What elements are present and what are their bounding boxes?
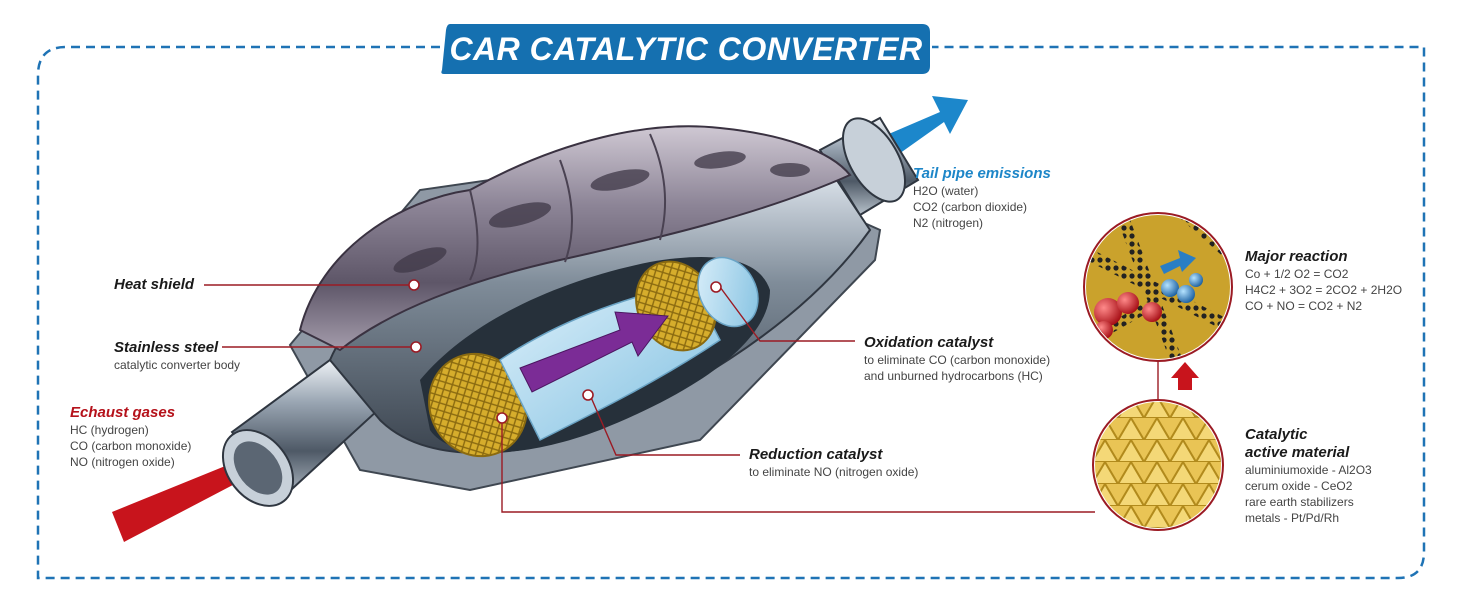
material-line: metals - Pt/Pd/Rh bbox=[1245, 511, 1340, 525]
reaction-equation: Co + 1/2 O2 = CO2 bbox=[1245, 267, 1349, 281]
heat-shield-label: Heat shield bbox=[114, 276, 194, 294]
reaction-equation: H4C2 + 3O2 = 2CO2 + 2H2O bbox=[1245, 283, 1403, 297]
exhaust-gases-title: Echaust gases bbox=[70, 404, 176, 421]
up-arrow bbox=[1171, 362, 1199, 390]
oxidation-catalyst-title: Oxidation catalyst bbox=[864, 334, 994, 351]
reduction-catalyst-title: Reduction catalyst bbox=[749, 446, 883, 463]
tail-pipe-label: Tail pipe emissions H2O (water) CO2 (car… bbox=[913, 165, 1051, 231]
exhaust-gases-label: Echaust gases HC (hydrogen) CO (carbon m… bbox=[70, 404, 191, 470]
oxidation-catalyst-line: to eliminate CO (carbon monoxide) bbox=[864, 353, 1051, 367]
stainless-steel-title: Stainless steel bbox=[114, 339, 219, 356]
exhaust-gas-line: NO (nitrogen oxide) bbox=[70, 455, 175, 469]
title-banner-shape bbox=[441, 24, 930, 74]
exhaust-gas-line: CO (carbon monoxide) bbox=[70, 439, 192, 453]
oxidation-catalyst-line: and unburned hydrocarbons (HC) bbox=[864, 369, 1043, 383]
dashed-frame bbox=[36, 45, 1426, 580]
catalytic-converter bbox=[221, 116, 920, 507]
stainless-steel-label: Stainless steel catalytic converter body bbox=[114, 339, 240, 373]
major-reaction-title: Major reaction bbox=[1245, 248, 1348, 265]
tail-pipe-line: CO2 (carbon dioxide) bbox=[913, 200, 1028, 214]
page-title: CAR CATALYTIC CONVERTER bbox=[449, 31, 923, 67]
leader-lines bbox=[204, 284, 1159, 513]
reduction-catalyst-sub: to eliminate NO (nitrogen oxide) bbox=[749, 465, 919, 479]
reduction-catalyst-label: Reduction catalyst to eliminate NO (nitr… bbox=[749, 446, 918, 480]
tail-pipe-line: N2 (nitrogen) bbox=[913, 216, 984, 230]
material-line: aluminiumoxide - Al2O3 bbox=[1245, 463, 1372, 477]
catalytic-material-title-1: Catalytic bbox=[1245, 426, 1308, 443]
reaction-detail-circle bbox=[1083, 212, 1233, 362]
tail-pipe-title: Tail pipe emissions bbox=[913, 165, 1051, 182]
catalytic-material-title-2: active material bbox=[1245, 444, 1350, 461]
stainless-steel-sub: catalytic converter body bbox=[114, 358, 241, 372]
oxidation-catalyst-label: Oxidation catalyst to eliminate CO (carb… bbox=[864, 334, 1050, 384]
heat-shield-title: Heat shield bbox=[114, 276, 195, 293]
tail-pipe-line: H2O (water) bbox=[913, 184, 979, 198]
catalytic-material-label: Catalytic active material aluminiumoxide… bbox=[1245, 426, 1372, 526]
exhaust-gas-line: HC (hydrogen) bbox=[70, 423, 149, 437]
reaction-equation: CO + NO = CO2 + N2 bbox=[1245, 299, 1363, 313]
material-detail-circle bbox=[1092, 399, 1224, 531]
material-line: cerum oxide - CeO2 bbox=[1245, 479, 1353, 493]
title-banner: CAR CATALYTIC CONVERTER bbox=[440, 22, 932, 76]
major-reaction-label: Major reaction Co + 1/2 O2 = CO2 H4C2 + … bbox=[1245, 248, 1402, 314]
material-line: rare earth stabilizers bbox=[1245, 495, 1354, 509]
